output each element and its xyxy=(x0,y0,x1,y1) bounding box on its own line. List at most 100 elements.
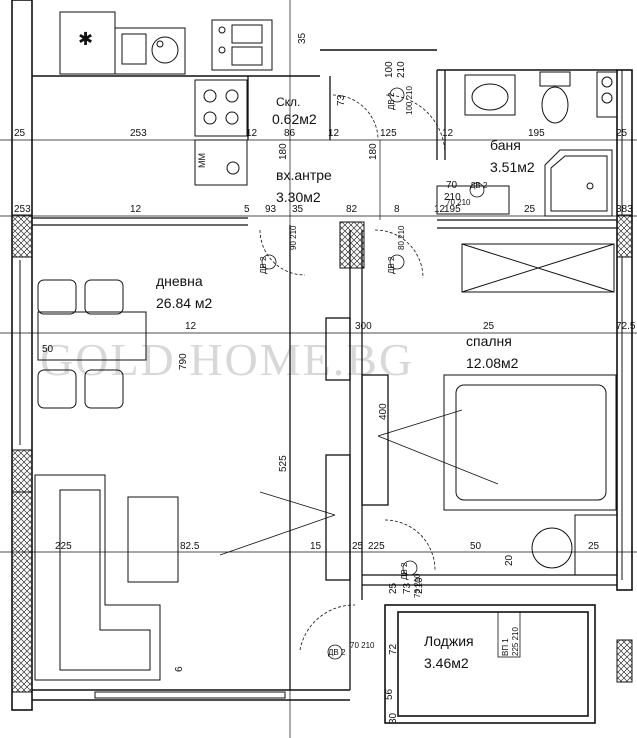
dim-h: 25 xyxy=(483,321,495,332)
dim-v: 100 xyxy=(384,61,395,78)
window-bottom-living xyxy=(94,691,286,699)
windows xyxy=(19,70,623,699)
dim-h: 12 xyxy=(130,204,142,215)
dim-v: 73 xyxy=(402,582,413,594)
burner-1 xyxy=(203,89,217,103)
door-tag-box xyxy=(497,611,521,658)
toilet-tank xyxy=(539,71,571,87)
dim-v: 72 xyxy=(388,643,399,655)
burner-3 xyxy=(203,111,217,125)
dim-v: 790 xyxy=(178,353,189,370)
shower-drain xyxy=(586,182,594,190)
dim-h: 12 xyxy=(246,128,258,139)
door-tag-circle xyxy=(327,644,343,660)
dining-table xyxy=(37,311,147,361)
boiler-dot-2 xyxy=(218,46,226,54)
dim-h: 72.5 xyxy=(616,321,636,332)
sight-lines xyxy=(219,409,499,556)
room-area-loggia: 3.46м2 xyxy=(424,655,469,671)
side-table-round xyxy=(531,527,573,569)
dim-v: 210 xyxy=(444,192,461,203)
sink-counter xyxy=(114,27,186,75)
dim-v: 35 xyxy=(297,32,308,44)
dim-h: 195 xyxy=(528,128,545,139)
outer-walls xyxy=(11,0,633,724)
wm-circle-2 xyxy=(601,92,613,104)
door-tag-code: ДВ 2 xyxy=(400,562,409,580)
line-3 xyxy=(377,435,499,485)
dimension-labels-h: 25 253 12 86 12 125 12 195 25 253 12 5 9… xyxy=(14,128,636,552)
dim-h: 25 xyxy=(588,541,600,552)
bed-mattress xyxy=(455,384,607,501)
dim-v: 30 xyxy=(388,712,399,724)
hatched-wall-blocks xyxy=(11,214,633,693)
door-tag-size: 70 210 xyxy=(350,641,375,650)
door-loggia-arc-1 xyxy=(384,519,436,571)
door-bed-arc xyxy=(374,229,424,279)
room-area-living: 26.84 м2 xyxy=(156,295,213,311)
loggia-inner xyxy=(397,611,589,717)
wardrobe-top xyxy=(461,243,615,293)
burner-4 xyxy=(225,111,239,125)
room-area-bath: 3.51м2 xyxy=(490,159,535,175)
dim-h: 25 xyxy=(616,128,628,139)
loggia-wall xyxy=(384,604,596,724)
dim-v: 70 xyxy=(446,180,458,191)
dim-v: 180 xyxy=(368,143,379,160)
room-area-bedroom: 12.08м2 xyxy=(466,355,519,371)
door-storage-arc xyxy=(332,94,379,141)
dim-v: 525 xyxy=(278,455,289,472)
nightstand xyxy=(574,514,618,576)
door-loggia-arc-2 xyxy=(299,604,356,651)
dim-v: 50 xyxy=(42,344,54,355)
room-name-living: дневна xyxy=(156,273,203,289)
dim-h: 25 xyxy=(14,128,26,139)
wall-block-1 xyxy=(11,214,33,258)
sink-drain xyxy=(156,40,164,48)
wall-block-5 xyxy=(616,214,633,258)
living-furniture xyxy=(34,279,179,681)
washbasin-bowl xyxy=(471,83,509,111)
door-tag-code: ДВ 2 xyxy=(328,648,346,657)
room-labels: Скл. 0.62м2 вх.антре 3.30м2 баня 3.51м2 … xyxy=(156,95,535,671)
dim-h: 12 xyxy=(328,128,340,139)
toilet-bowl xyxy=(541,86,569,124)
fridge-star-icon: ✱ xyxy=(78,29,93,50)
dim-h: 195 xyxy=(444,204,461,215)
wardrobe-1 xyxy=(325,317,351,381)
dim-v: 6 xyxy=(174,666,185,672)
sofa-inner xyxy=(59,489,151,671)
line-2 xyxy=(259,491,336,516)
dim-h: 225 xyxy=(55,541,72,552)
left-wall xyxy=(11,0,33,711)
dim-h: 383 xyxy=(616,204,633,215)
wall-block-6 xyxy=(616,639,633,683)
door-tag-circle xyxy=(261,254,277,270)
dim-h: 12 xyxy=(434,204,446,215)
dim-h: 8 xyxy=(394,204,400,215)
door-tag-labels: ДВ 2 100 210 ДВ 2 70 210 ДВ 2 90 210 ДВ … xyxy=(259,86,520,657)
dim-h: 125 xyxy=(380,128,397,139)
dim-h: 25 xyxy=(352,541,364,552)
dim-v: 25 xyxy=(388,582,399,594)
dim-h: 225 xyxy=(368,541,385,552)
wardrobe-x-2 xyxy=(461,243,615,293)
right-wall xyxy=(616,69,633,591)
dim-h: 15 xyxy=(310,541,322,552)
door-tag-circle xyxy=(402,560,418,576)
dim-v: 210 xyxy=(396,61,407,78)
boiler-dot-1 xyxy=(218,26,226,34)
sink-basin xyxy=(121,33,147,65)
boiler xyxy=(211,19,273,71)
dishwasher-dial xyxy=(226,161,240,175)
wall-block-2 xyxy=(11,449,33,493)
sink-bowl xyxy=(151,36,179,64)
dishwasher-label: ММ xyxy=(197,153,207,168)
door-tag-circle xyxy=(389,254,405,270)
door-tag-size: 100 210 xyxy=(405,86,414,115)
dim-h: 50 xyxy=(470,541,482,552)
dimension-labels-v: 35 100 210 180 73 180 70 210 790 525 50 … xyxy=(42,32,515,724)
dim-h: 25 xyxy=(524,204,536,215)
